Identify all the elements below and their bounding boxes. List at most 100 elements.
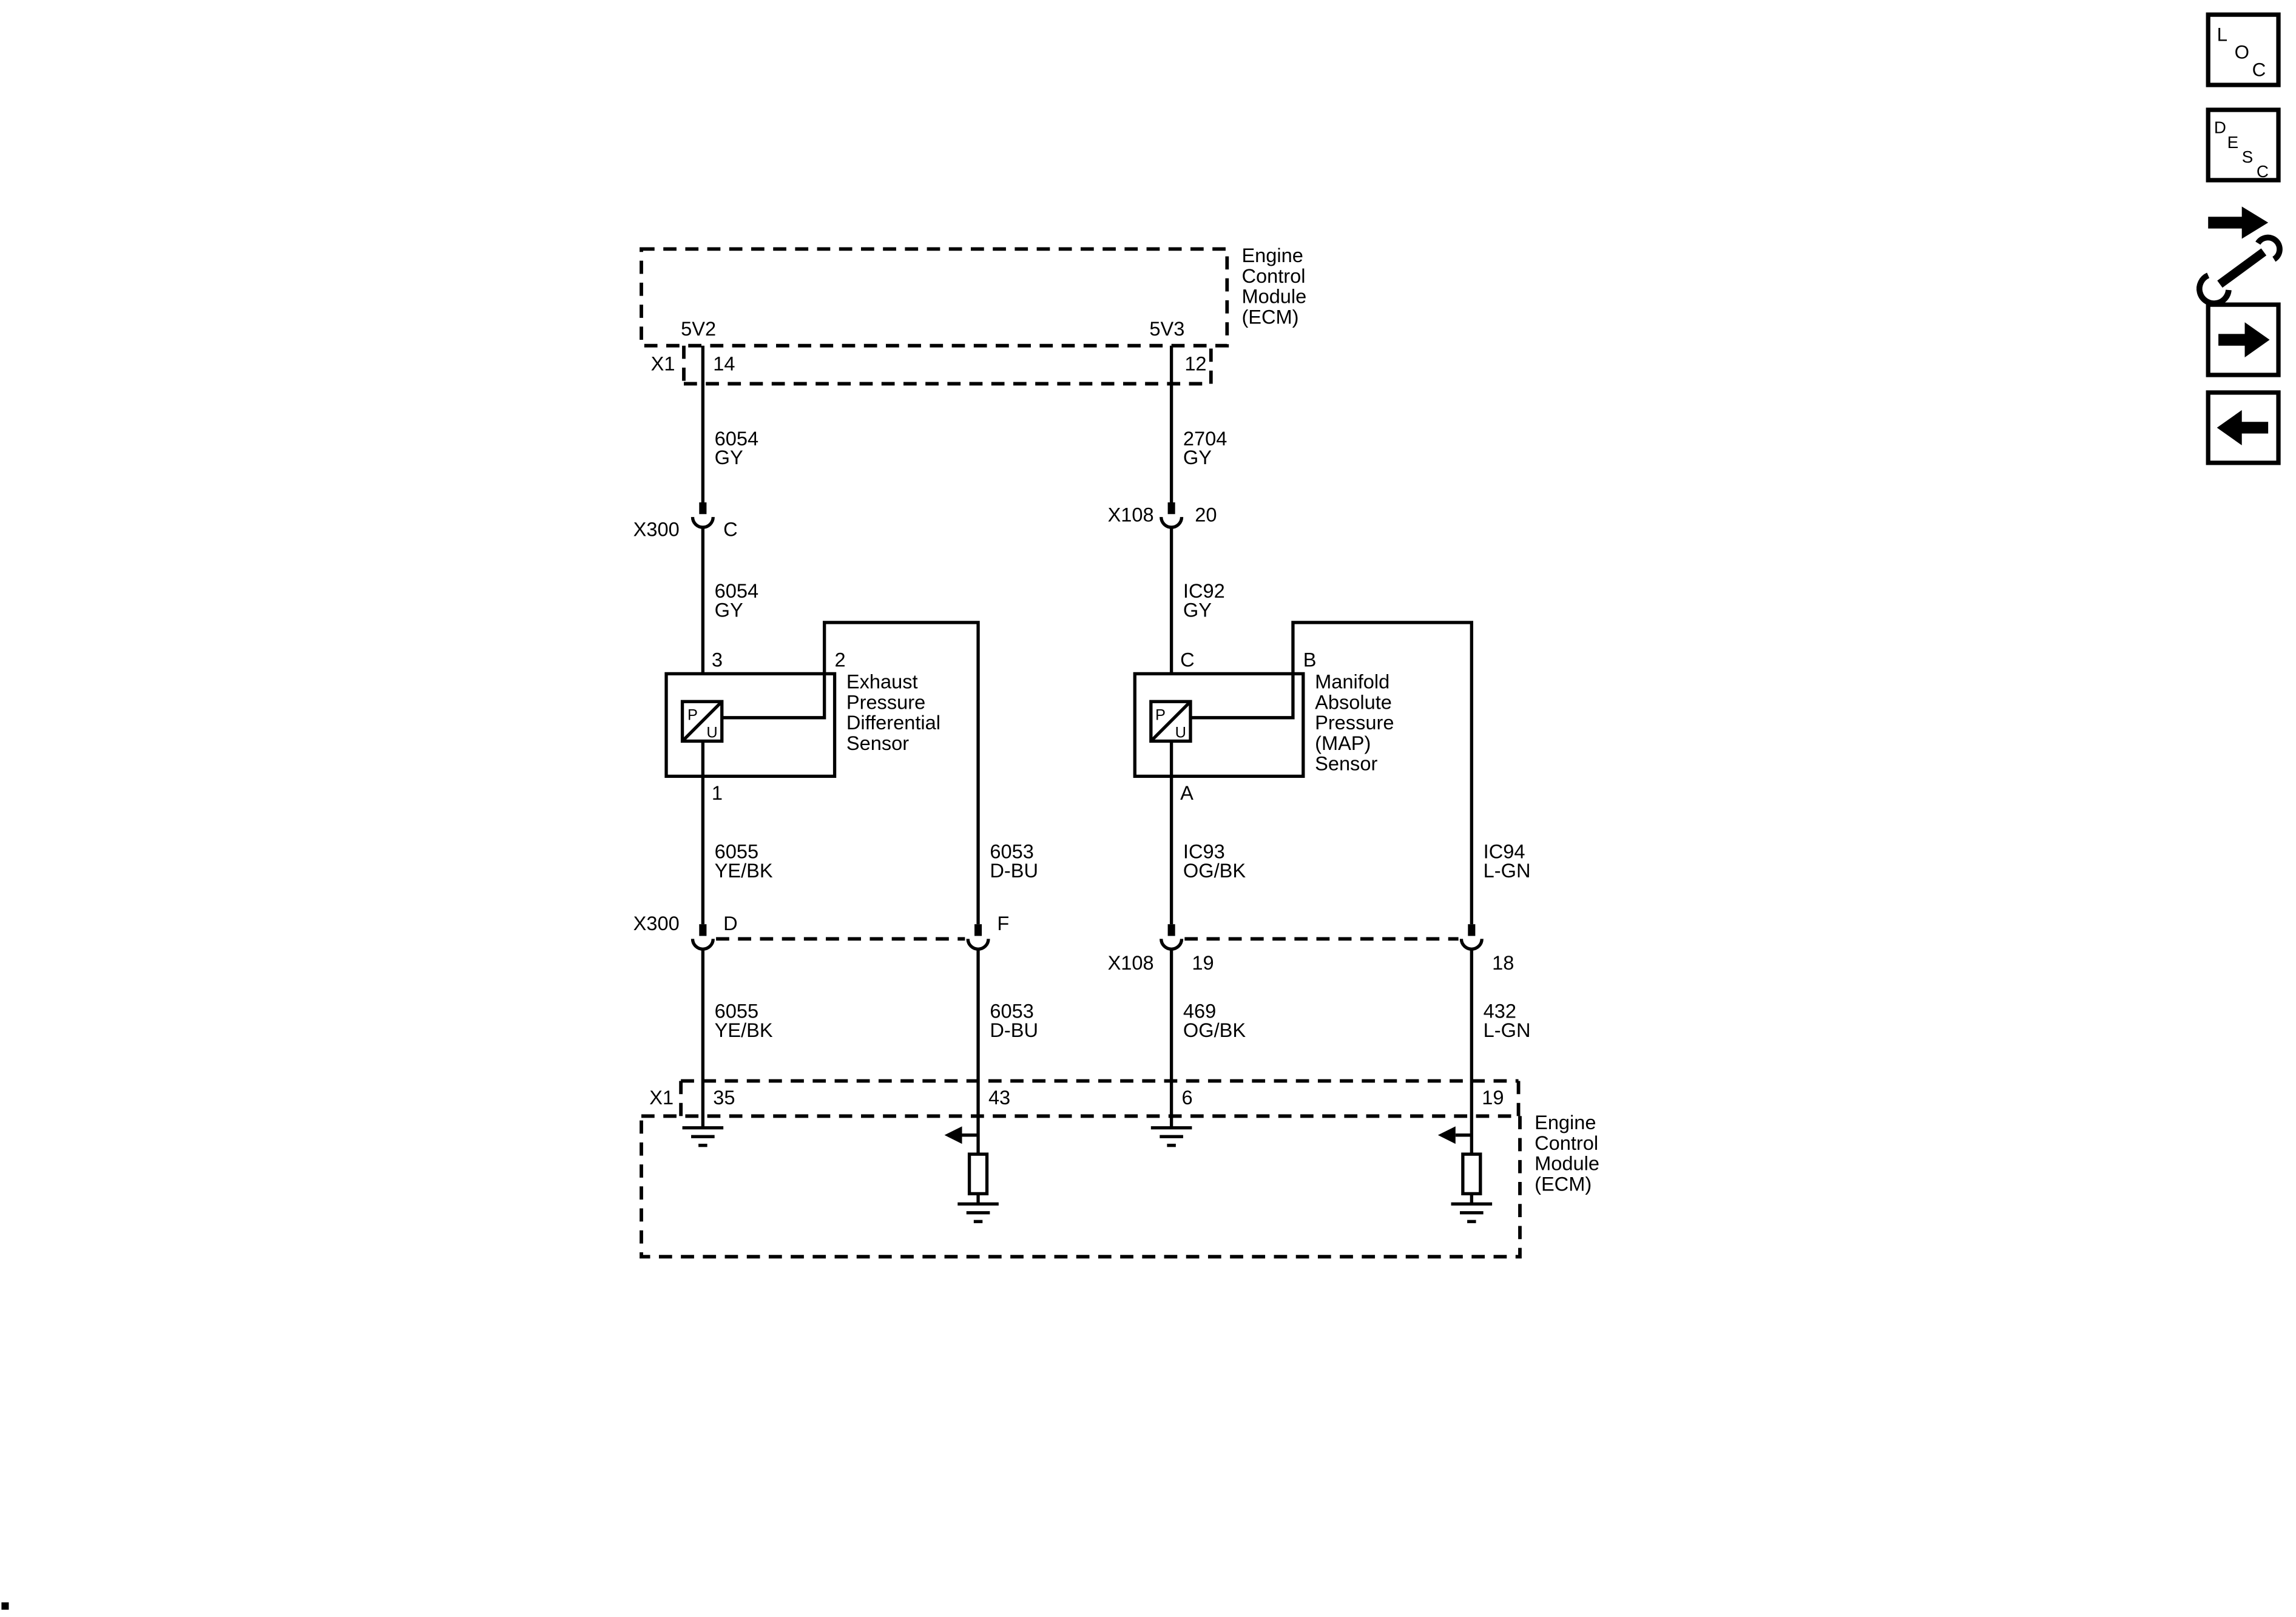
resistor-symbol xyxy=(967,1152,989,1196)
wire-color-label: YE/BK xyxy=(715,1019,773,1041)
top-ecm-box xyxy=(640,247,1229,348)
x108-lower-connector: X108 19 18 xyxy=(1108,924,1514,974)
x1-bottom-pin-6: 6 xyxy=(1182,1087,1193,1109)
x300-connector-label: X300 xyxy=(633,519,680,541)
transducer-p-label: P xyxy=(1155,706,1166,723)
loc-button-box[interactable] xyxy=(2206,12,2281,87)
top-ecm-label-line: (ECM) xyxy=(1241,306,1298,328)
terminal-5v2-label: 5V2 xyxy=(681,318,716,340)
wire-color-label: GY xyxy=(715,599,743,621)
desc-button[interactable]: D E S C xyxy=(2206,107,2281,183)
mid-wire-labels: 6055 YE/BK 6053 D-BU IC93 OG/BK IC94 L-G… xyxy=(715,841,1531,882)
ground-symbol xyxy=(1150,1126,1192,1147)
sensor-pin-1-label: 1 xyxy=(712,782,723,804)
loc-letter: O xyxy=(2235,42,2249,63)
inline-connector-socket xyxy=(1160,939,1184,951)
wrench-handle xyxy=(2217,248,2267,288)
x1-bottom-pin-19: 19 xyxy=(1482,1087,1504,1109)
exhaust-pressure-differential-sensor: 3 2 P U Exhaust Pressure Differential Se… xyxy=(664,621,980,925)
ground-symbol xyxy=(957,1202,999,1223)
inline-connector-pin xyxy=(699,924,707,936)
wire-circuit-label: 6053 xyxy=(990,841,1033,863)
desc-letter: D xyxy=(2214,118,2226,137)
wire-color-label: GY xyxy=(1183,447,1212,468)
wire-circuit-label: IC92 xyxy=(1183,580,1225,602)
wire-color-label: OG/BK xyxy=(1183,860,1246,882)
wire-color-label: L-GN xyxy=(1484,1019,1531,1041)
bottom-ecm-label-line: Module xyxy=(1535,1153,1599,1175)
wire-circuit-label: 6054 xyxy=(715,428,758,450)
sensor-pin-2-label: 2 xyxy=(835,649,846,670)
loc-letter: C xyxy=(2252,59,2266,81)
x300-pin-f-label: F xyxy=(997,913,1009,934)
sensor-pin-c-label: C xyxy=(1180,649,1195,670)
inline-connector-pin xyxy=(974,924,982,936)
wire-color-label: D-BU xyxy=(990,1019,1038,1041)
inline-connector-pin xyxy=(699,502,707,515)
inline-connector-socket xyxy=(690,939,715,951)
x300-pin-c-label: C xyxy=(723,519,738,541)
wire-color-label: D-BU xyxy=(990,860,1038,882)
page-mark xyxy=(1,1602,9,1610)
loc-letter: L xyxy=(2217,24,2227,46)
transducer-u-label: U xyxy=(706,724,717,741)
transducer-u-label: U xyxy=(1175,724,1186,741)
sensor-signal-trace xyxy=(721,621,980,925)
x1-top-strip-outline xyxy=(682,345,1213,386)
wire-circuit-label: 2704 xyxy=(1183,428,1227,450)
x108-connector-label: X108 xyxy=(1108,952,1154,974)
wire-color-label: GY xyxy=(715,447,743,468)
sensor-pin-b-label: B xyxy=(1303,649,1317,670)
x108-pin-20-label: 20 xyxy=(1195,504,1217,525)
x1-top-pin-14: 14 xyxy=(713,353,735,375)
left-supply-wire: 6054 GY X300 C 6054 GY xyxy=(633,345,758,702)
wrench-jaw xyxy=(2196,272,2232,306)
internal-pullup-resistor xyxy=(1437,1126,1493,1223)
x1-top-pin-12: 12 xyxy=(1184,353,1206,375)
inline-connector-socket xyxy=(1160,516,1184,529)
bottom-ecm-label-line: Control xyxy=(1535,1132,1598,1154)
x1-bottom-strip-outline xyxy=(679,1079,1521,1116)
inline-connector-pin xyxy=(1167,924,1175,936)
top-ecm-module: Engine Control Module (ECM) 5V2 5V3 xyxy=(640,245,1306,348)
desc-letter: S xyxy=(2242,147,2254,166)
x1-bottom-pin-43: 43 xyxy=(988,1087,1010,1109)
sensor-name-line: Absolute xyxy=(1315,691,1392,713)
bottom-ecm-label-line: (ECM) xyxy=(1535,1173,1592,1195)
left-arrow-icon xyxy=(2217,410,2269,445)
wire-circuit-label: IC93 xyxy=(1183,841,1225,863)
x108-pin-19-label: 19 xyxy=(1192,952,1214,974)
sensor-name-line: (MAP) xyxy=(1315,732,1371,754)
back-button[interactable] xyxy=(2206,390,2281,465)
wire-color-label: OG/BK xyxy=(1183,1019,1246,1041)
terminal-5v3-label: 5V3 xyxy=(1149,318,1184,340)
transducer-diagonal xyxy=(1149,700,1192,743)
desc-letter: E xyxy=(2227,133,2239,152)
x1-bottom-connector-strip: X1 35 43 6 19 xyxy=(649,1079,1521,1116)
x300-connector-label: X300 xyxy=(633,913,680,934)
resistor-symbol xyxy=(1461,1152,1482,1196)
sensor-signal-trace xyxy=(1190,621,1473,925)
wrench-jaw xyxy=(2255,234,2283,262)
bottom-ecm-label-line: Engine xyxy=(1535,1112,1596,1133)
x1-bottom-connector-label: X1 xyxy=(649,1087,674,1109)
desc-button-box[interactable] xyxy=(2206,107,2281,183)
forward-button[interactable] xyxy=(2206,302,2281,377)
top-ecm-label-line: Engine xyxy=(1241,245,1303,266)
wire-circuit-label: 432 xyxy=(1484,1001,1516,1022)
top-ecm-label-line: Control xyxy=(1241,265,1305,287)
repair-wrench-icon[interactable] xyxy=(2196,206,2283,306)
internal-pullup-resistor xyxy=(944,1126,999,1223)
ground-symbol xyxy=(682,1126,724,1147)
sensor-name-line: Pressure xyxy=(846,691,925,713)
x300-lower-connector: X300 D F xyxy=(633,913,1009,951)
inline-connector-socket xyxy=(690,516,715,529)
wire-color-label: YE/BK xyxy=(715,860,773,882)
x108-connector-label: X108 xyxy=(1108,504,1154,525)
sensor-name-line: Sensor xyxy=(1315,753,1377,775)
sensor-name-line: Pressure xyxy=(1315,712,1394,734)
map-sensor: C B P U Manifold Absolute Pressure (MAP)… xyxy=(1133,621,1473,925)
loc-button[interactable]: L O C xyxy=(2206,12,2281,87)
